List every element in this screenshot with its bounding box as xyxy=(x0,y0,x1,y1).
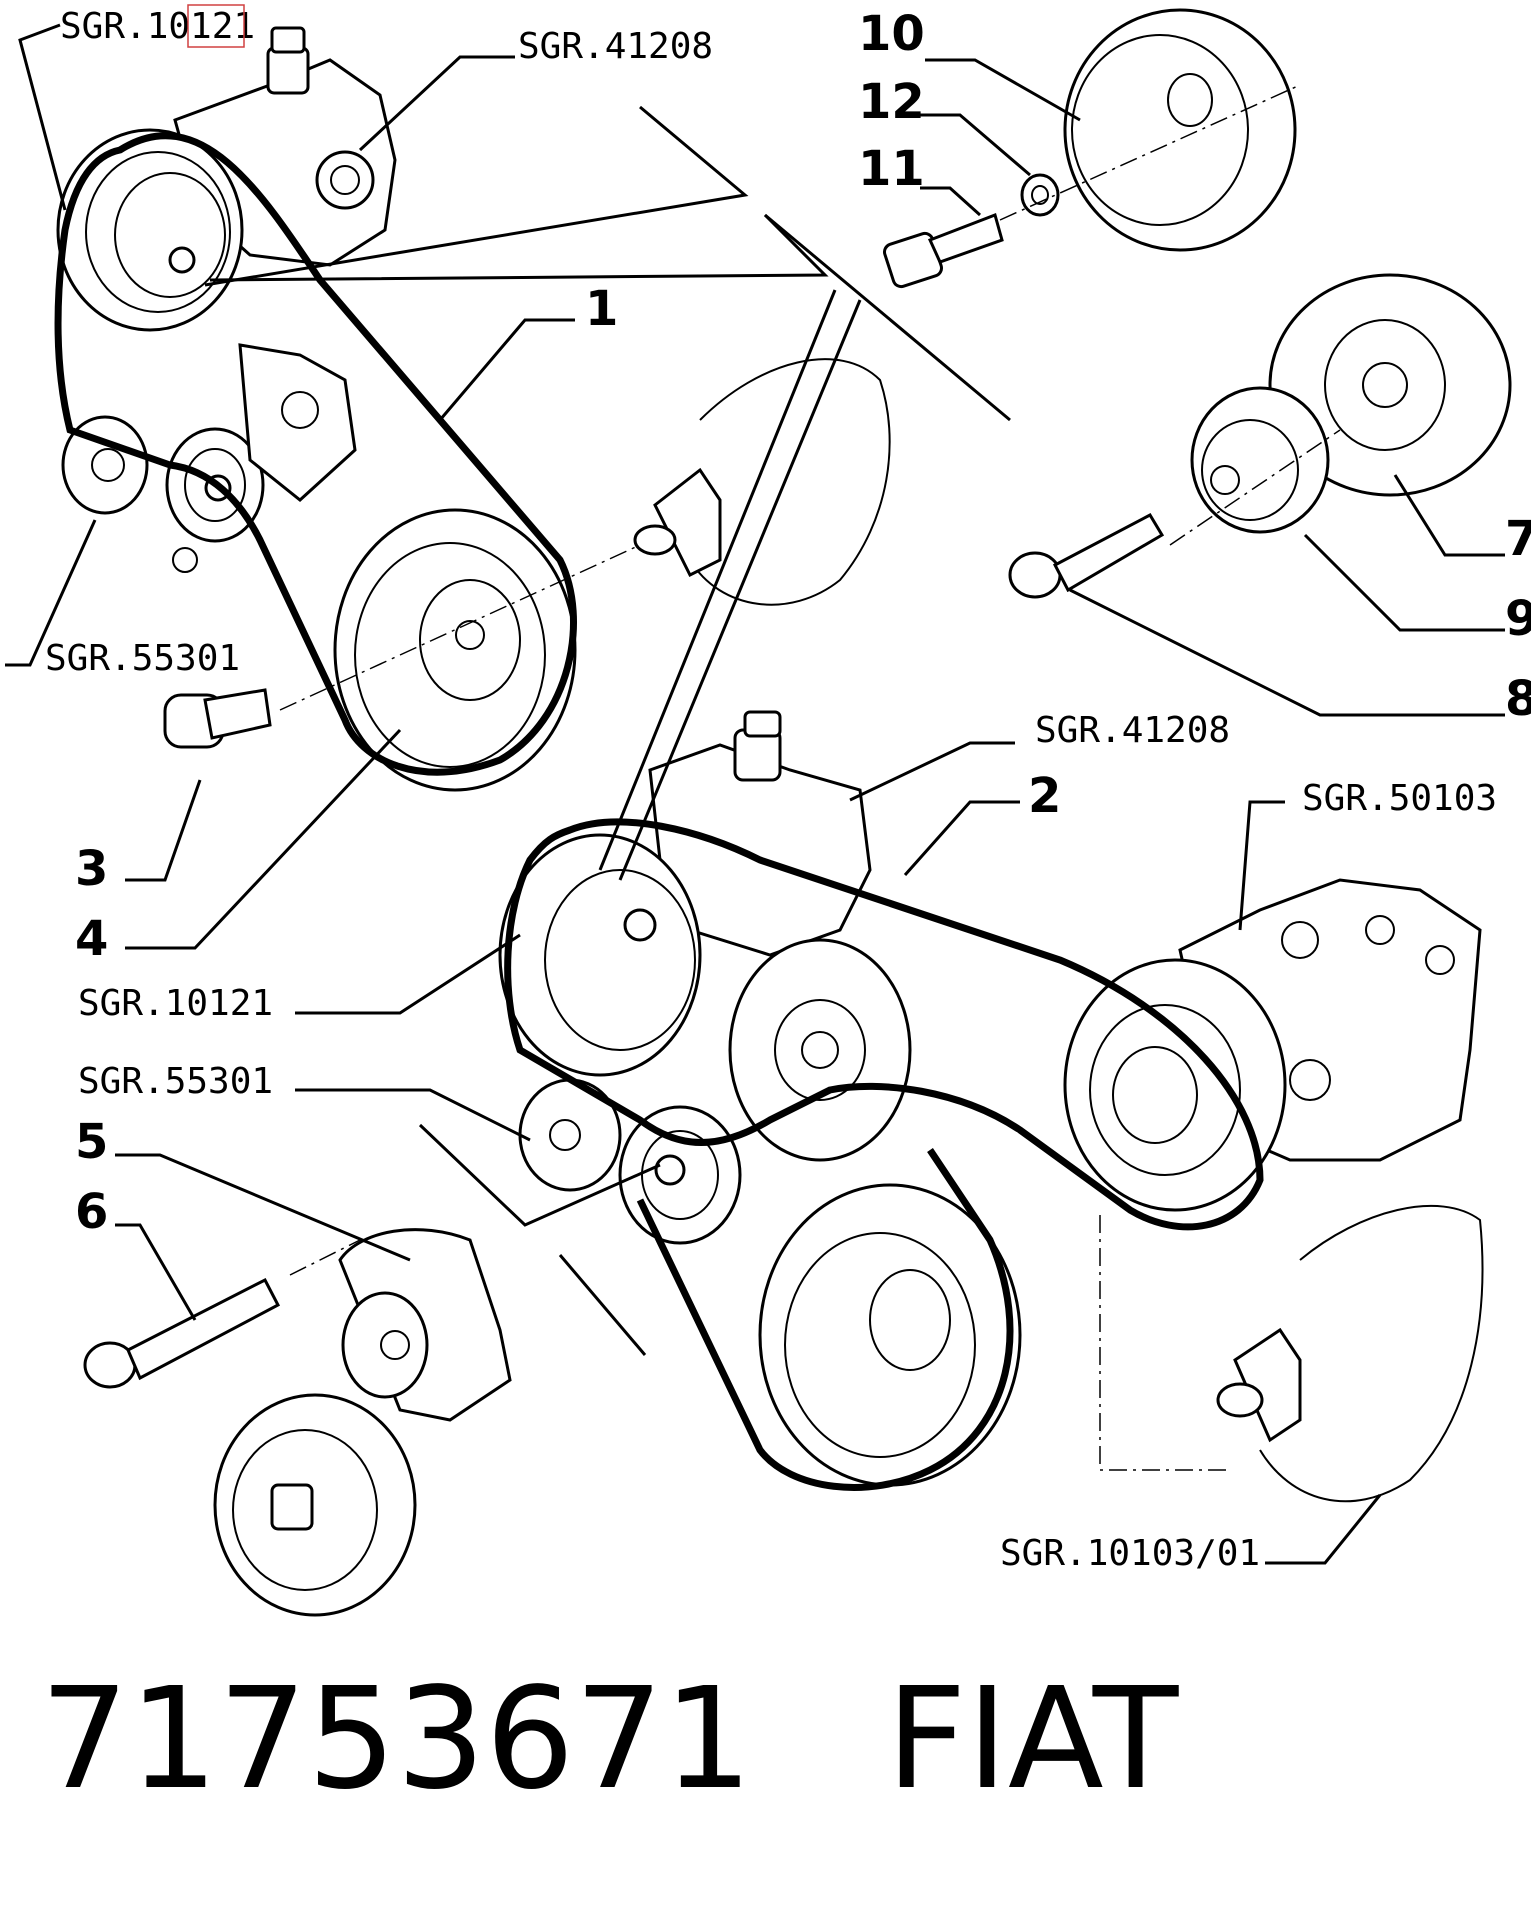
ref-label-sgr-55301-top: SGR.55301 xyxy=(45,638,240,679)
highlight-box xyxy=(187,4,245,48)
brand-name: FIAT xyxy=(886,1658,1179,1821)
ref-label-sgr-10121-mid: SGR.10121 xyxy=(78,983,273,1024)
part-number-10: 10 xyxy=(858,6,925,62)
ref-label-sgr-50103: SGR.50103 xyxy=(1302,778,1497,819)
part-number-8: 8 xyxy=(1505,671,1531,727)
ref-label-sgr-41208-mid: SGR.41208 xyxy=(1035,710,1230,751)
part-number-2: 2 xyxy=(1028,768,1061,824)
pulley-parts-group xyxy=(883,8,1512,599)
leader-lines xyxy=(5,23,1505,1565)
part-number-11: 11 xyxy=(858,141,925,197)
ref-label-sgr-10121-top: SGR.10121 xyxy=(60,6,255,47)
part-number-3: 3 xyxy=(75,841,108,897)
part-number-7: 7 xyxy=(1505,511,1531,567)
part-number-12: 12 xyxy=(858,74,925,130)
lower-belt-assembly xyxy=(83,710,1484,1617)
reference-labels: SGR.10121 SGR.41208 SGR.55301 SGR.41208 … xyxy=(45,4,1497,1574)
part-number-6: 6 xyxy=(75,1184,108,1240)
part-caption: 71753671 FIAT xyxy=(40,1660,1178,1820)
part-number-9: 9 xyxy=(1505,591,1531,647)
upper-belt-assembly xyxy=(54,26,891,792)
part-numbers: 1 2 3 4 5 6 7 8 9 10 11 12 xyxy=(75,6,1531,1240)
pulley-10-shape xyxy=(1063,8,1297,252)
part-number-4: 4 xyxy=(75,911,108,967)
part-number-text: 71753671 xyxy=(40,1658,753,1821)
ref-label-sgr-10103-01: SGR.10103/01 xyxy=(1000,1533,1260,1574)
part-number-1: 1 xyxy=(585,281,618,337)
part-number-5: 5 xyxy=(75,1114,108,1170)
ref-label-sgr-55301-mid: SGR.55301 xyxy=(78,1061,273,1102)
ref-label-sgr-41208-top: SGR.41208 xyxy=(518,26,713,67)
